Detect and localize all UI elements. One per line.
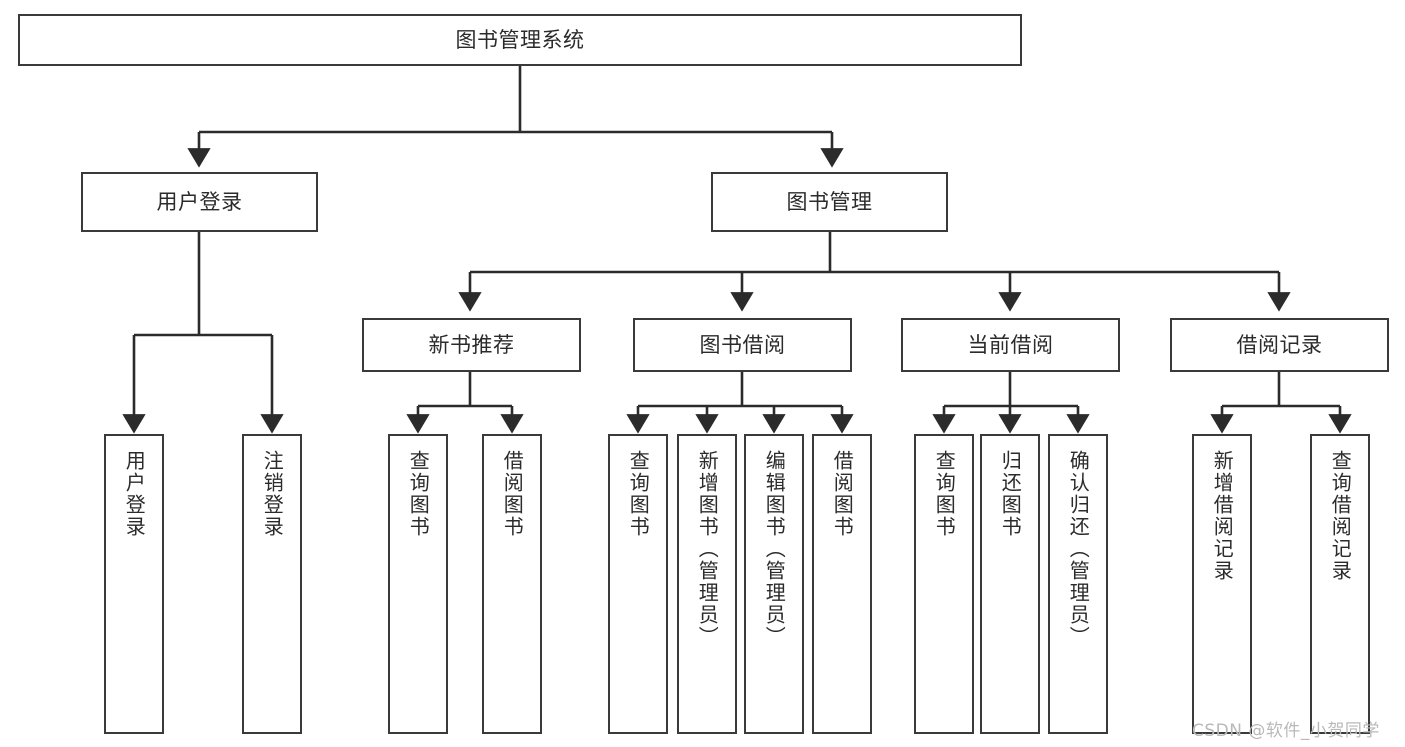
node-leaf-search-books-current[interactable]: 查询图书 xyxy=(914,434,974,734)
node-leaf-user-login[interactable]: 用户登录 xyxy=(104,434,164,734)
node-leaf-search-borrow-record[interactable]: 查询借阅记录 xyxy=(1310,434,1370,734)
node-borrow-records[interactable]: 借阅记录 xyxy=(1170,318,1389,372)
node-leaf-confirm-return-admin[interactable]: 确认归还（管理员） xyxy=(1048,434,1108,734)
node-leaf-search-books-newbook[interactable]: 查询图书 xyxy=(388,434,448,734)
node-label: 归还图书 xyxy=(998,450,1023,538)
node-leaf-search-books-borrow[interactable]: 查询图书 xyxy=(608,434,668,734)
node-label: 图书借阅 xyxy=(699,332,786,357)
node-label: 新增图书（管理员） xyxy=(695,450,720,648)
node-label: 查询图书 xyxy=(626,450,651,538)
node-book-management[interactable]: 图书管理 xyxy=(711,172,948,232)
node-leaf-add-borrow-record[interactable]: 新增借阅记录 xyxy=(1192,434,1252,734)
node-root-book-management-system[interactable]: 图书管理系统 xyxy=(18,14,1022,66)
node-leaf-add-book-admin[interactable]: 新增图书（管理员） xyxy=(677,434,737,734)
node-label: 借阅图书 xyxy=(500,450,525,538)
node-label: 借阅记录 xyxy=(1236,332,1323,357)
node-label: 查询借阅记录 xyxy=(1328,450,1353,582)
node-user-login[interactable]: 用户登录 xyxy=(81,172,318,232)
node-label: 新增借阅记录 xyxy=(1210,450,1235,582)
node-new-book-recommendation[interactable]: 新书推荐 xyxy=(362,318,581,372)
node-label: 查询图书 xyxy=(406,450,431,538)
node-label: 注销登录 xyxy=(260,450,285,538)
node-label: 借阅图书 xyxy=(830,450,855,538)
node-leaf-borrow-books-borrow[interactable]: 借阅图书 xyxy=(812,434,872,734)
node-book-borrowing[interactable]: 图书借阅 xyxy=(633,318,852,372)
node-leaf-edit-book-admin[interactable]: 编辑图书（管理员） xyxy=(744,434,804,734)
node-leaf-borrow-books-newbook[interactable]: 借阅图书 xyxy=(482,434,542,734)
watermark-text: CSDN @软件_小贺同学 xyxy=(1192,721,1380,741)
node-label: 新书推荐 xyxy=(428,332,515,357)
node-current-borrowing[interactable]: 当前借阅 xyxy=(901,318,1120,372)
node-label: 编辑图书（管理员） xyxy=(762,450,787,648)
node-label: 图书管理 xyxy=(786,189,873,214)
node-label: 查询图书 xyxy=(932,450,957,538)
node-label: 图书管理系统 xyxy=(455,27,585,52)
node-label: 用户登录 xyxy=(156,189,243,214)
node-label: 当前借阅 xyxy=(967,332,1054,357)
node-leaf-logout[interactable]: 注销登录 xyxy=(242,434,302,734)
node-label: 用户登录 xyxy=(122,450,147,538)
node-leaf-return-books[interactable]: 归还图书 xyxy=(980,434,1040,734)
node-label: 确认归还（管理员） xyxy=(1066,450,1091,648)
